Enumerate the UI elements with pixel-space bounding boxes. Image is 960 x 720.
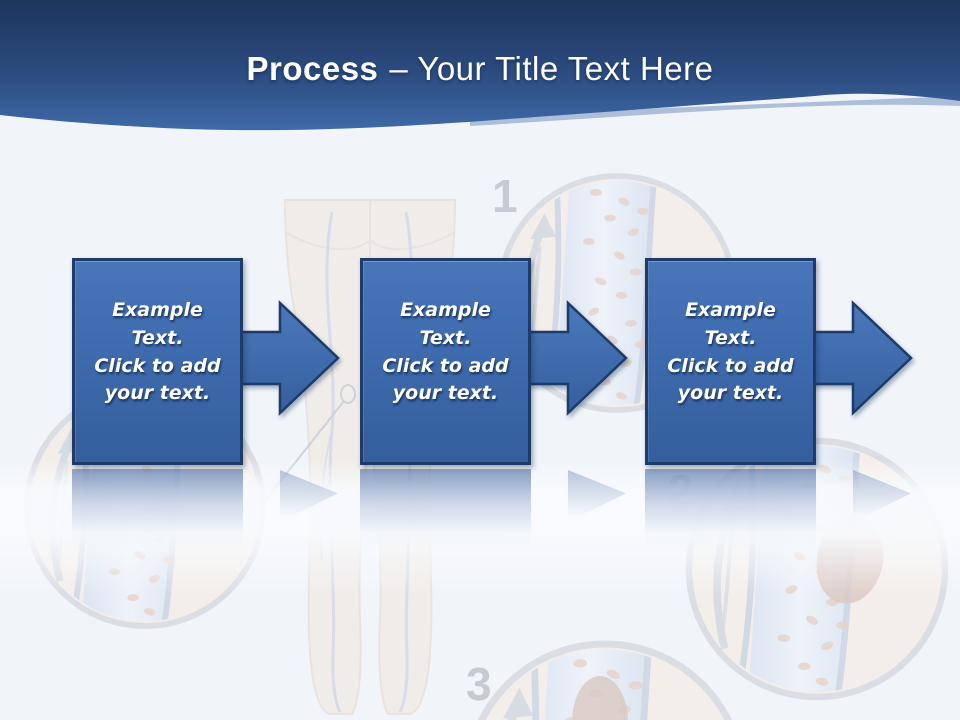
process-box-text: Example Text. Click to add your text. <box>667 298 794 405</box>
title-bold: Process <box>246 50 379 87</box>
step-label-2: 2 <box>668 465 694 517</box>
process-box-text: Example Text. Click to add your text. <box>94 298 221 405</box>
header-wave <box>0 0 960 131</box>
process-box-1[interactable]: Example Text. Click to add your text. <box>72 258 243 465</box>
blood-clot-step3 <box>572 676 628 720</box>
step-label-3: 3 <box>466 658 492 710</box>
process-box-2[interactable]: Example Text. Click to add your text. <box>360 258 531 465</box>
step-label-1: 1 <box>492 170 518 222</box>
slide-title[interactable]: Process – Your Title Text Here <box>0 50 960 88</box>
process-box-text: Example Text. Click to add your text. <box>382 298 509 405</box>
process-box-3[interactable]: Example Text. Click to add your text. <box>645 258 816 465</box>
title-rest: – Your Title Text Here <box>389 50 714 87</box>
